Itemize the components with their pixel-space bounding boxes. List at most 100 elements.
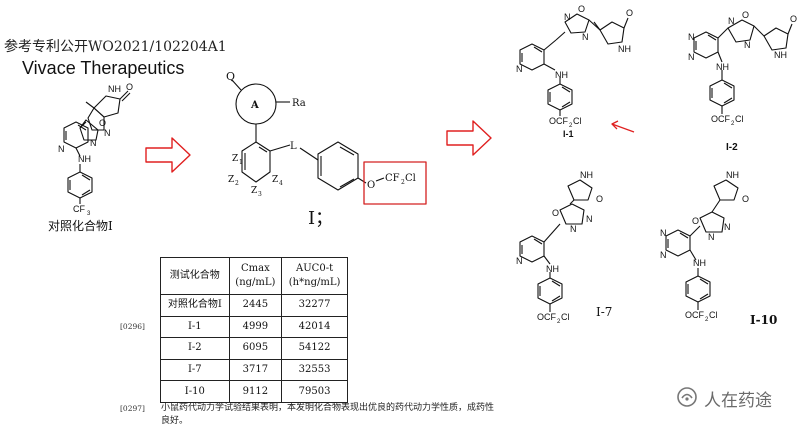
atom-label: NH <box>108 84 121 94</box>
atom-label: Cl <box>709 310 718 320</box>
atom-label: O <box>692 216 699 226</box>
atom-label: N <box>516 64 523 74</box>
pk-table: 测试化合物 Cmax (ng/mL) AUC0-t (h*ng/mL) 对照化合… <box>160 257 348 403</box>
table-cell: I-2 <box>160 337 230 360</box>
paragraph-number: [0296] <box>120 322 145 331</box>
atom-label: Ra <box>292 98 306 109</box>
atom-label: OCF <box>685 310 705 320</box>
atom-label: Cl <box>573 116 582 126</box>
column-header: 测试化合物 <box>160 257 230 295</box>
reference-compound-caption: 对照化合物I <box>48 218 113 233</box>
atom-label: Z <box>232 154 238 164</box>
atom-label: Q <box>226 70 235 83</box>
table-header-row: 测试化合物 Cmax (ng/mL) AUC0-t (h*ng/mL) <box>160 257 348 295</box>
atom-label: N <box>688 52 695 62</box>
atom-label: CF <box>73 204 85 214</box>
ring-label: A <box>250 100 259 111</box>
wechat-official-account-icon <box>677 387 697 407</box>
atom-label-subscript: 2 <box>235 180 239 187</box>
general-formula-caption: I； <box>308 208 333 229</box>
atom-label: Cl <box>405 173 416 184</box>
conclusion-text: 小鼠药代动力学试验结果表明，本发明化合物表现出优良的药代动力学性质，成药性良好。 <box>161 403 495 426</box>
atom-label: NH <box>716 62 729 72</box>
atom-label: NH <box>774 50 787 60</box>
table-cell: 32277 <box>281 294 348 317</box>
table-cell: 对照化合物I <box>160 294 230 317</box>
paragraph-number: [0297] <box>120 404 145 413</box>
compound-caption-i7: I-7 <box>596 305 612 319</box>
general-formula-structure <box>231 79 427 205</box>
atom-label: NH <box>78 154 91 164</box>
highlight-box <box>363 161 427 205</box>
atom-label: N <box>586 214 593 224</box>
atom-label: NH <box>618 44 631 54</box>
atom-label: O <box>790 14 797 24</box>
arrow-right-2 <box>446 120 492 156</box>
atom-label-subscript: 2 <box>705 317 709 323</box>
atom-label: NH <box>693 258 706 268</box>
atom-label-subscript: 2 <box>557 319 561 325</box>
arrow-right-1 <box>145 137 191 173</box>
atom-label-subscript: 2 <box>569 123 573 129</box>
atom-label: O <box>596 194 603 204</box>
table-cell: 79503 <box>281 380 348 403</box>
table-row: I-10 9112 79503 <box>160 380 348 403</box>
atom-label: N <box>688 32 695 42</box>
atom-label: Cl <box>735 114 744 124</box>
atom-label: N <box>58 144 65 154</box>
atom-label: N <box>516 256 523 266</box>
atom-label: OCF <box>549 116 569 126</box>
table-cell: 6095 <box>228 337 283 360</box>
table-row: I-2 6095 54122 <box>160 337 348 360</box>
watermark: 人在药途 <box>676 384 794 411</box>
atom-label: Z <box>228 175 234 185</box>
atom-label: NH <box>555 70 568 80</box>
watermark-text: 人在药途 <box>704 391 772 411</box>
table-cell: I-10 <box>160 380 230 403</box>
table-cell: 9112 <box>228 380 283 403</box>
atom-label: Cl <box>561 312 570 322</box>
table-cell: 54122 <box>281 337 348 360</box>
atom-label: N <box>724 222 731 232</box>
atom-label: Z <box>251 186 257 196</box>
table-cell: I-7 <box>160 358 230 382</box>
atom-label: N <box>660 228 667 238</box>
atom-label: N <box>582 32 589 42</box>
atom-label: O <box>742 194 749 204</box>
patent-reference: 参考专利公开WO2021/102204A1 <box>4 39 227 55</box>
table-row: I-1 4999 42014 <box>160 315 348 339</box>
atom-label: NH <box>726 170 739 180</box>
atom-label: N <box>708 232 715 242</box>
atom-label-subscript: 1 <box>239 159 243 166</box>
atom-label: O <box>367 180 375 191</box>
company-name: Vivace Therapeutics <box>22 58 185 78</box>
atom-label: O <box>552 208 559 218</box>
atom-label: N <box>728 16 735 26</box>
table-cell: 42014 <box>281 315 348 339</box>
reference-compound-structure <box>63 90 131 204</box>
atom-label-subscript: 3 <box>87 211 91 217</box>
atom-label: N <box>660 250 667 260</box>
table-row: 对照化合物I 2445 32277 <box>160 294 348 317</box>
column-header: AUC0-t (h*ng/mL) <box>281 257 348 295</box>
atom-label: N <box>570 224 577 234</box>
table-cell: 4999 <box>228 315 283 339</box>
atom-label: N <box>104 128 111 138</box>
atom-label: O <box>626 8 633 18</box>
table-row: I-7 3717 32553 <box>160 358 348 382</box>
atom-label: N <box>564 12 571 22</box>
atom-label: OCF <box>711 114 731 124</box>
compound-i7-structure <box>519 179 593 312</box>
atom-label: L <box>290 141 297 152</box>
column-header: Cmax (ng/mL) <box>228 257 283 295</box>
atom-label: N <box>90 138 97 148</box>
atom-label: Z <box>272 175 278 185</box>
compound-caption-i2: I-2 <box>726 142 738 153</box>
atom-label: O <box>126 82 133 92</box>
table-cell: 2445 <box>228 294 283 317</box>
atom-label: O <box>742 10 749 20</box>
atom-label: CF <box>385 173 400 184</box>
compound-caption-i10: I-10 <box>750 313 777 327</box>
